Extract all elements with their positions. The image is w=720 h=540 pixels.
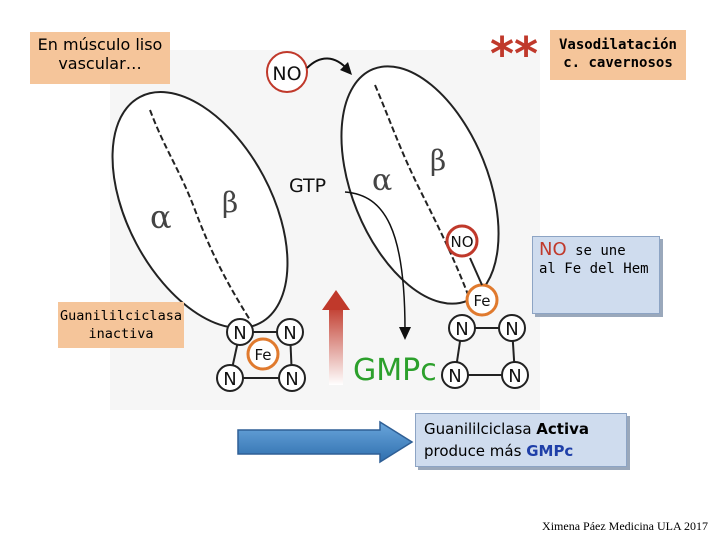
no-molecule [266, 51, 308, 93]
vasodilation-label: Vasodilatación c. cavernosos [550, 30, 686, 80]
heme-group-active: N N N N Fe NO [441, 224, 529, 389]
gtp-label: GTP [289, 175, 326, 197]
alpha-subunit-left: α [150, 198, 172, 236]
no-molecule-label: NO [272, 63, 301, 85]
no-highlight: NO [539, 239, 567, 260]
no-binds-rest2: al Fe del Hem [539, 261, 649, 277]
alpha-subunit-right: α [372, 163, 392, 198]
no-bound-circle [445, 224, 479, 258]
increase-arrow-shaft [329, 305, 343, 385]
double-star: ** [490, 27, 538, 81]
beta-subunit-right: β [430, 144, 446, 177]
credit-footer: Ximena Páez Medicina ULA 2017 [542, 519, 708, 533]
gmpc-label: GMPc [353, 353, 437, 388]
n-atom: N [508, 366, 521, 387]
active-prefix: Guanililciclasa [424, 420, 537, 438]
n-atom: N [448, 366, 461, 387]
n-atom: N [285, 369, 298, 390]
no-binds-fe-label: NO se une al Fe del Hem [532, 236, 660, 314]
active-enzyme-label: Guanililciclasa Activa produce más GMPc [415, 413, 627, 467]
gtp-arrow [344, 191, 406, 331]
inactive-label: Guanililciclasa inactiva [58, 302, 184, 348]
activation-arrow [237, 420, 414, 464]
heme-group-inactive: N N N N Fe [216, 318, 306, 392]
increase-arrow-head [322, 290, 350, 310]
fe-left-label: Fe [254, 346, 271, 364]
n-atom: N [505, 319, 518, 340]
no-binds-rest1: se une [566, 243, 626, 259]
n-atom: N [283, 323, 296, 344]
no-bound-label: NO [450, 233, 473, 251]
active-word: Activa [536, 420, 590, 438]
active-gmpc: GMPc [526, 442, 574, 460]
beta-subunit-left: β [222, 186, 238, 219]
n-atom: N [233, 323, 246, 344]
fe-atom-left [246, 337, 280, 371]
fe-top-label: Fe [473, 292, 490, 310]
n-atom: N [455, 319, 468, 340]
active-prefix2: produce más [424, 442, 527, 460]
muscle-context-label: En músculo liso vascular… [30, 32, 170, 84]
enzyme-inactive: α β [111, 91, 289, 329]
n-atom: N [223, 369, 236, 390]
